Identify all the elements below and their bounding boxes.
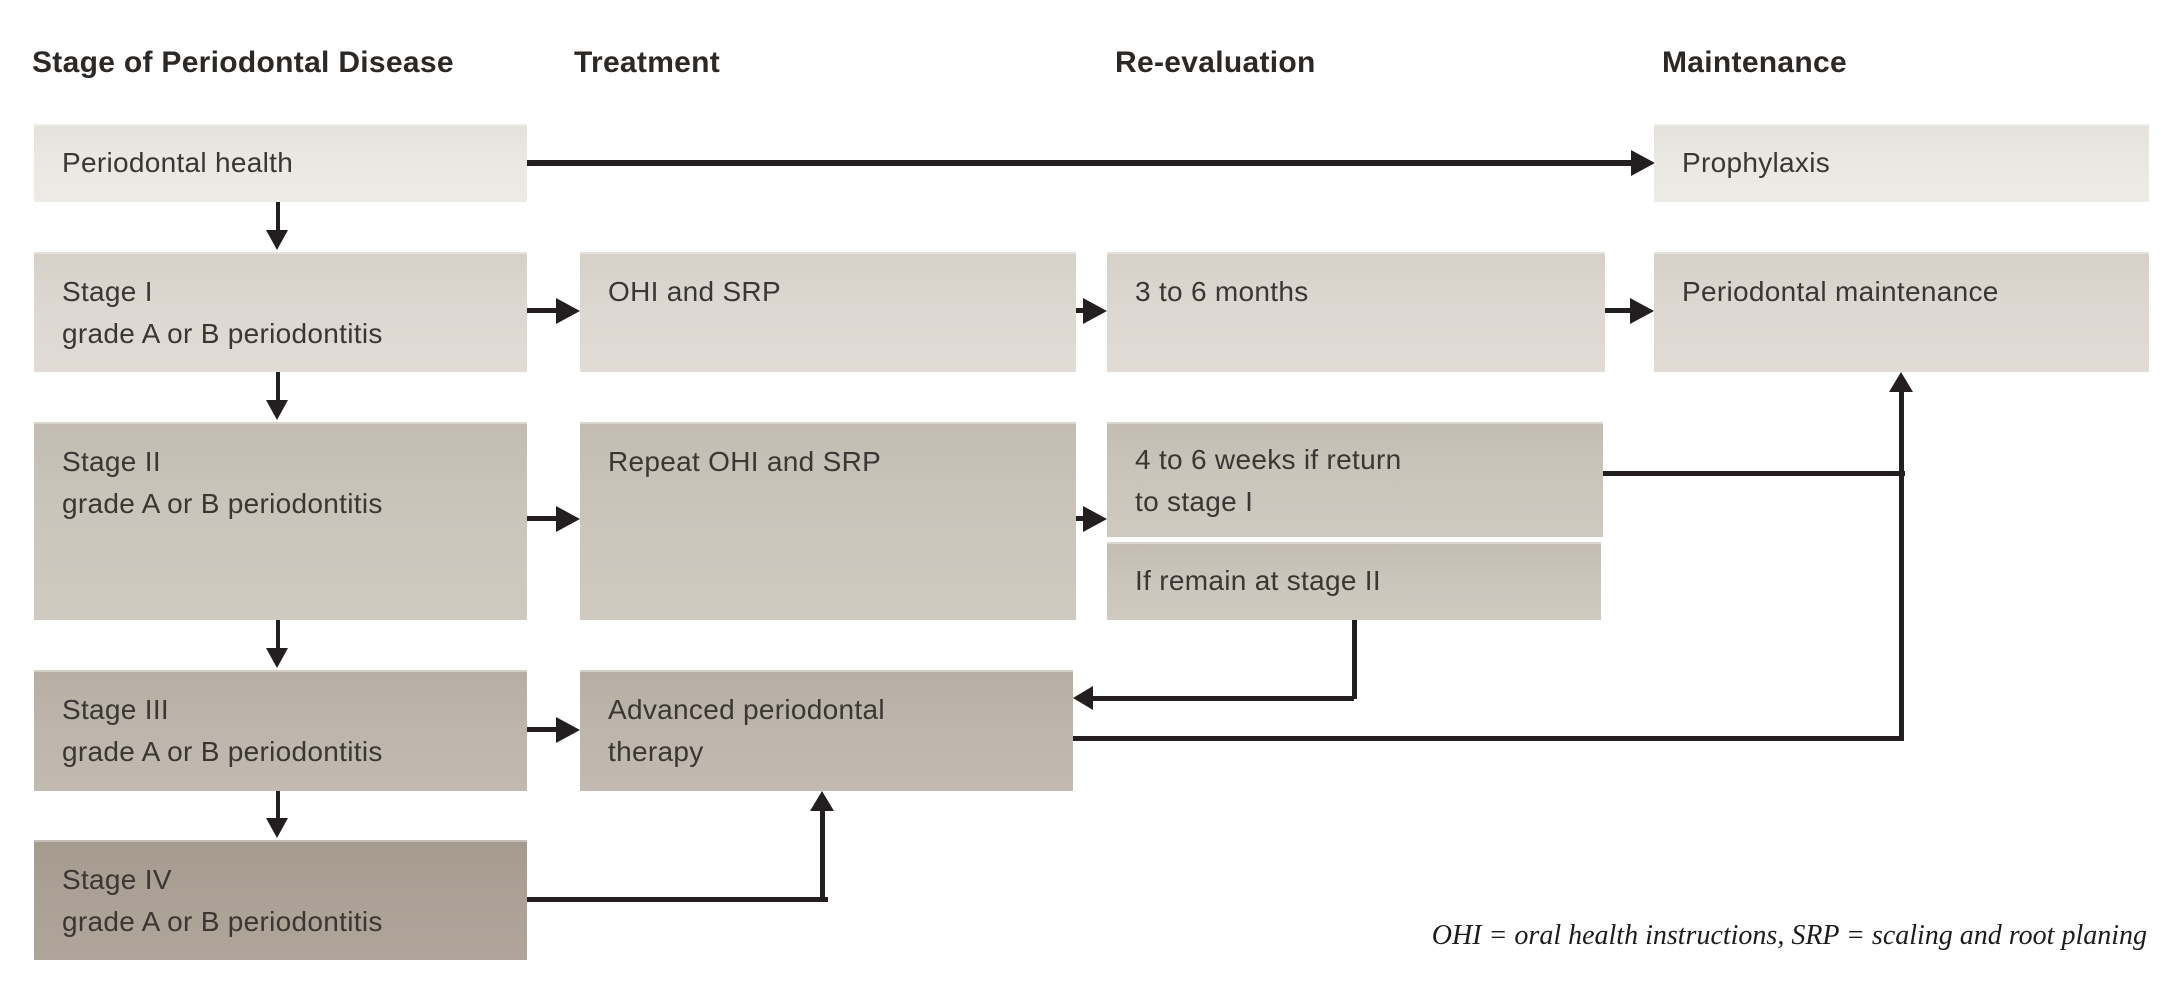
box-label-line2: grade A or B periodontitis	[62, 736, 383, 767]
box-label: Repeat OHI and SRP	[608, 446, 882, 477]
connector-stage2-to-repeat-line	[527, 516, 558, 521]
box-periodontal-maintenance: Periodontal maintenance	[1654, 252, 2149, 372]
column-header-maintenance: Maintenance	[1662, 46, 1848, 79]
connector-remain-to-advanced-arrowhead	[1073, 686, 1093, 710]
connector-health-to-stage1-arrowhead	[266, 230, 288, 250]
box-stage-2: Stage II grade A or B periodontitis	[34, 422, 527, 620]
connector-stage4-right-line	[527, 897, 828, 902]
box-stage-1: Stage I grade A or B periodontitis	[34, 252, 527, 372]
connector-health-to-stage1-line	[276, 202, 280, 232]
box-3-to-6-months: 3 to 6 months	[1107, 252, 1605, 372]
box-label: Periodontal maintenance	[1682, 276, 1999, 307]
box-label-line1: Stage II	[62, 446, 161, 477]
box-label-line1: Stage IV	[62, 864, 172, 895]
box-repeat-ohi-and-srp: Repeat OHI and SRP	[580, 422, 1076, 620]
connector-stage1-to-ohi-arrowhead	[556, 298, 580, 324]
box-label: Prophylaxis	[1682, 147, 1831, 178]
box-stage-4: Stage IV grade A or B periodontitis	[34, 840, 527, 960]
connector-stage1-to-ohi-line	[527, 308, 558, 313]
column-header-treatment: Treatment	[574, 46, 721, 79]
box-4-to-6-weeks: 4 to 6 weeks if return to stage I	[1107, 422, 1603, 537]
connector-stage3-to-stage4-arrowhead	[266, 818, 288, 838]
box-label: If remain at stage II	[1135, 565, 1381, 596]
box-prophylaxis: Prophylaxis	[1654, 124, 2149, 202]
footnote-abbreviations: OHI = oral health instructions, SRP = sc…	[1431, 920, 2147, 951]
box-label-line2: grade A or B periodontitis	[62, 488, 383, 519]
box-label-line1: Stage I	[62, 276, 153, 307]
connector-ohi-to-months-arrowhead	[1083, 298, 1107, 324]
connector-repeat-to-weeks-line	[1076, 516, 1085, 521]
box-periodontal-health: Periodontal health	[34, 124, 527, 202]
connector-health-to-prophylaxis-line	[527, 160, 1633, 166]
connector-stage1-to-stage2-line	[276, 372, 280, 402]
connector-stage4-up-line	[820, 807, 825, 902]
box-ohi-and-srp: OHI and SRP	[580, 252, 1076, 372]
connector-ohi-to-months-line	[1076, 308, 1085, 313]
box-advanced-periodontal-therapy: Advanced periodontal therapy	[580, 670, 1073, 791]
box-label: OHI and SRP	[608, 276, 781, 307]
connector-stage3-to-advanced-line	[527, 727, 558, 732]
connector-months-to-maintenance-arrowhead	[1630, 298, 1654, 324]
box-label: Periodontal health	[62, 147, 294, 178]
box-label-line1: Stage III	[62, 694, 169, 725]
connector-stage3-to-advanced-arrowhead	[556, 717, 580, 743]
box-stage-3: Stage III grade A or B periodontitis	[34, 670, 527, 791]
connector-up-to-maintenance-arrowhead	[1889, 372, 1913, 392]
connector-advanced-elbow-line	[1073, 736, 1904, 741]
connector-repeat-to-weeks-arrowhead	[1083, 506, 1107, 532]
connector-months-to-maintenance-line	[1605, 308, 1632, 313]
connector-remain-down-line	[1352, 620, 1357, 699]
connector-stage2-to-repeat-arrowhead	[556, 506, 580, 532]
box-label-line1: Advanced periodontal	[608, 694, 885, 725]
connector-stage2-to-stage3-arrowhead	[266, 648, 288, 668]
box-label-line2: grade A or B periodontitis	[62, 906, 383, 937]
connector-up-to-maintenance-line	[1899, 390, 1904, 741]
connector-weeks-return-elbow-line	[1603, 471, 1905, 476]
connector-health-to-prophylaxis-arrowhead	[1631, 150, 1655, 176]
connector-remain-left-line	[1091, 696, 1354, 701]
column-header-reevaluation: Re-evaluation	[1115, 46, 1316, 79]
box-label-line2: therapy	[608, 736, 704, 767]
box-label: 3 to 6 months	[1135, 276, 1309, 307]
box-label-line2: grade A or B periodontitis	[62, 318, 383, 349]
box-label-line1: 4 to 6 weeks if return	[1135, 444, 1402, 475]
connector-stage4-to-advanced-arrowhead	[810, 791, 834, 811]
box-label-line2: to stage I	[1135, 486, 1254, 517]
column-header-stage: Stage of Periodontal Disease	[32, 46, 454, 79]
connector-stage1-to-stage2-arrowhead	[266, 400, 288, 420]
connector-stage2-to-stage3-line	[276, 620, 280, 650]
connector-stage3-to-stage4-line	[276, 791, 280, 820]
box-if-remain-stage-2: If remain at stage II	[1107, 542, 1601, 620]
